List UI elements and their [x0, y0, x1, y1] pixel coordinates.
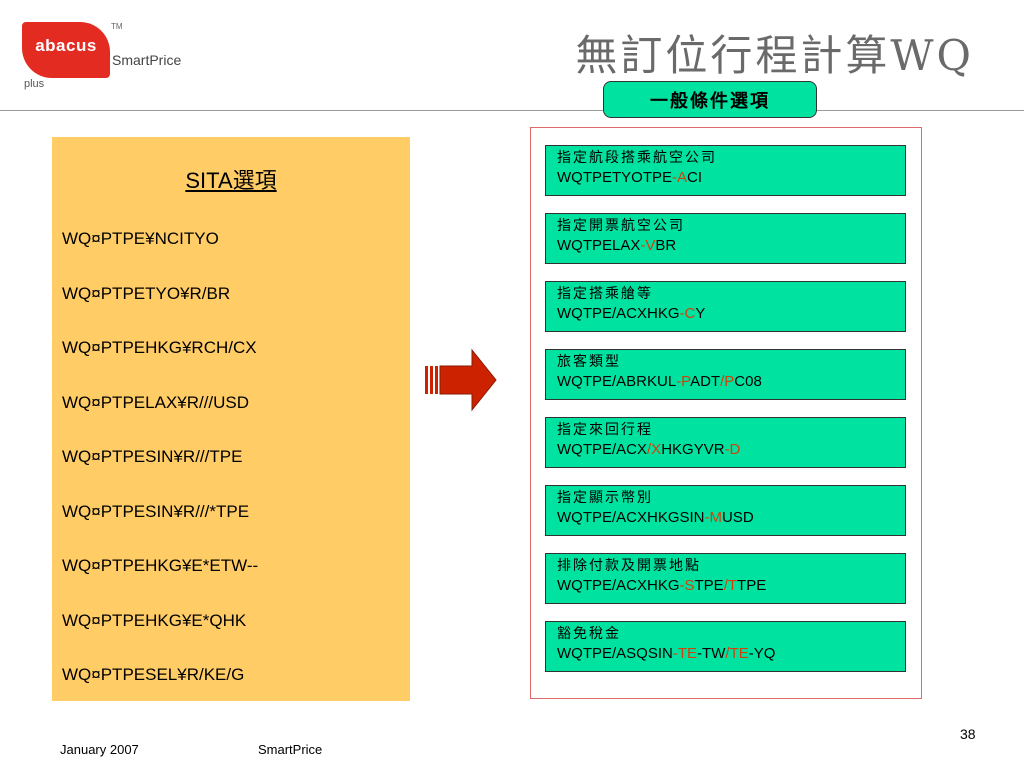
option-card: 豁免稅金 WQTPE/ASQSIN-TE-TW/TE-YQ [545, 621, 906, 672]
command-qualifier: -D [724, 441, 741, 458]
command-text: HKGYVR [661, 441, 725, 458]
command-text: Y [695, 305, 706, 322]
option-card: 排除付款及開票地點 WQTPE/ACXHKG-STPE/TTPE [545, 553, 906, 604]
footer-date: January 2007 [60, 742, 139, 757]
command-qualifier: /TE [725, 645, 749, 662]
option-card: 指定開票航空公司 WQTPELAX-VBR [545, 213, 906, 264]
command-text: WQTPE/ACXHKG [557, 577, 680, 594]
right-arrow-icon [425, 348, 497, 412]
logo-brand: abacus [35, 36, 97, 55]
page-title: 無訂位行程計算WQ [575, 31, 974, 80]
option-card: 旅客類型 WQTPE/ABRKUL-PADT/PC08 [545, 349, 906, 400]
option-command: WQTPETYOTPE-ACI [557, 168, 905, 188]
command-text: WQTPE/ACXHKG [557, 305, 680, 322]
option-label: 旅客類型 [557, 354, 621, 370]
sita-command: WQ¤PTPESEL¥R/KE/G [62, 665, 245, 684]
command-text: WQTPE/ACXHKGSIN [557, 509, 705, 526]
option-label: 指定顯示幣別 [557, 490, 653, 506]
command-text: WQTPETYOTPE [557, 169, 673, 186]
option-card: 指定來回行程 WQTPE/ACX/XHKGYVR-D [545, 417, 906, 468]
option-command: WQTPE/ACX/XHKGYVR-D [557, 440, 905, 460]
general-options-panel: 指定航段搭乘航空公司 WQTPETYOTPE-ACI 指定開票航空公司 WQTP… [530, 127, 922, 699]
sita-command: WQ¤PTPEHKG¥E*ETW-- [62, 556, 259, 575]
command-qualifier: /T [723, 577, 738, 594]
option-label: 指定航段搭乘航空公司 [557, 150, 717, 166]
command-qualifier: -V [640, 237, 656, 254]
command-text: -YQ [748, 645, 776, 662]
option-card: 指定搭乘艙等 WQTPE/ACXHKG-CY [545, 281, 906, 332]
logo-tagline: plus [24, 78, 45, 90]
option-command: WQTPELAX-VBR [557, 236, 905, 256]
option-command: WQTPE/ASQSIN-TE-TW/TE-YQ [557, 644, 905, 664]
sita-command: WQ¤PTPE¥NCITYO [62, 229, 219, 248]
option-command: WQTPE/ACXHKG-STPE/TTPE [557, 576, 905, 596]
logo-badge [22, 22, 110, 78]
abacus-logo: abacus TM SmartPrice plus [22, 22, 212, 92]
command-text: WQTPE/ACX [557, 441, 648, 458]
option-label: 指定來回行程 [557, 422, 653, 438]
sita-command: WQ¤PTPEHKG¥RCH/CX [62, 338, 257, 357]
page-number: 38 [960, 726, 976, 742]
option-card: 指定顯示幣別 WQTPE/ACXHKGSIN-MUSD [545, 485, 906, 536]
option-command: WQTPE/ABRKUL-PADT/PC08 [557, 372, 905, 392]
command-text: C08 [734, 373, 762, 390]
sita-heading: SITA選項 [185, 168, 277, 193]
sita-options-panel: SITA選項 WQ¤PTPE¥NCITYO WQ¤PTPETYO¥R/BR WQ… [52, 137, 410, 701]
option-label: 排除付款及開票地點 [557, 558, 701, 574]
command-text: CI [687, 169, 703, 186]
option-label: 指定開票航空公司 [557, 218, 685, 234]
sita-command: WQ¤PTPESIN¥R///TPE [62, 447, 243, 466]
command-qualifier: -TE [672, 645, 698, 662]
command-qualifier: -C [679, 305, 696, 322]
command-text: TPE [694, 577, 724, 594]
command-qualifier: /X [647, 441, 662, 458]
option-command: WQTPE/ACXHKGSIN-MUSD [557, 508, 905, 528]
option-label: 指定搭乘艙等 [557, 286, 653, 302]
sita-command: WQ¤PTPELAX¥R///USD [62, 393, 250, 412]
logo-product: SmartPrice [112, 52, 182, 68]
title-divider [0, 110, 1024, 111]
option-card: 指定航段搭乘航空公司 WQTPETYOTPE-ACI [545, 145, 906, 196]
command-text: WQTPE/ASQSIN [557, 645, 673, 662]
command-text: BR [655, 237, 677, 254]
command-text: USD [722, 509, 754, 526]
command-text: WQTPELAX [557, 237, 641, 254]
sita-command: WQ¤PTPESIN¥R///*TPE [62, 502, 250, 521]
general-options-badge: 一般條件選項 [603, 81, 817, 118]
command-qualifier: -A [672, 169, 688, 186]
command-text: ADT [690, 373, 721, 390]
command-qualifier: -S [679, 577, 695, 594]
command-qualifier: -P [676, 373, 691, 390]
sita-command: WQ¤PTPETYO¥R/BR [62, 284, 231, 303]
command-qualifier: /P [720, 373, 735, 390]
option-label: 豁免稅金 [557, 626, 621, 642]
command-text: -TW [697, 645, 726, 662]
command-text: TPE [737, 577, 767, 594]
footer-product: SmartPrice [258, 742, 323, 757]
logo-trademark: TM [111, 22, 123, 31]
command-qualifier: -M [704, 509, 723, 526]
command-text: WQTPE/ABRKUL [557, 373, 677, 390]
option-command: WQTPE/ACXHKG-CY [557, 304, 905, 324]
sita-command: WQ¤PTPEHKG¥E*QHK [62, 611, 247, 630]
